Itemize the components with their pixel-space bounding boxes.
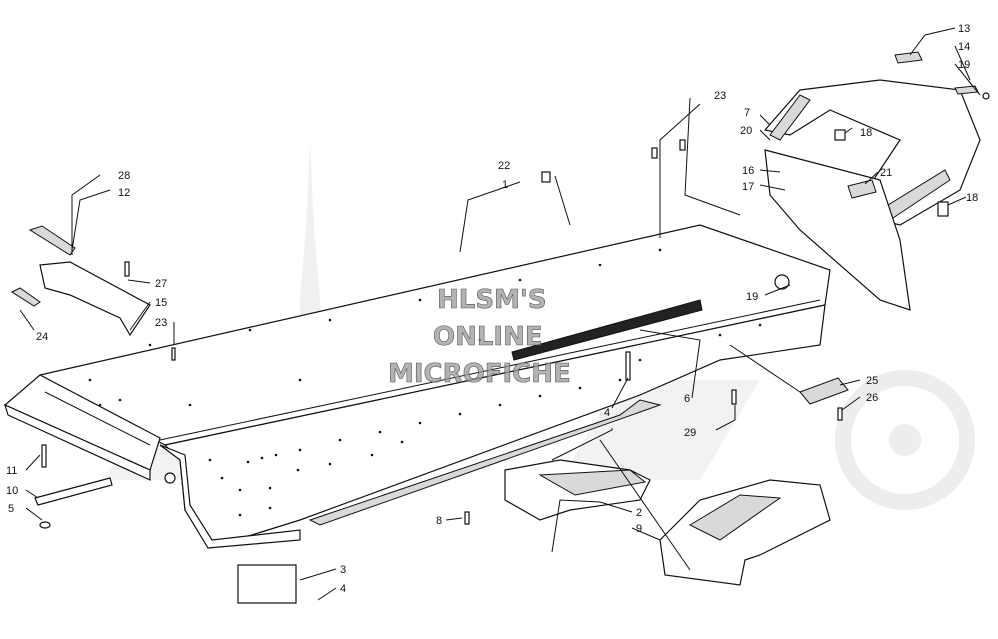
callout-29: 29	[684, 427, 696, 439]
callout-8: 8	[436, 515, 442, 527]
plate-bracket-3	[237, 564, 297, 604]
rear-bracket-15	[10, 225, 151, 337]
callout-19-mid: 19	[746, 291, 758, 303]
callout-22: 22	[498, 160, 510, 172]
callout-20: 20	[740, 125, 752, 137]
side-plate-9	[659, 479, 831, 586]
callout-4-bottom: 4	[340, 583, 346, 595]
callout-10: 10	[6, 485, 18, 497]
callout-1: 1	[502, 179, 508, 191]
callout-23-left: 23	[155, 317, 167, 329]
callout-6: 6	[684, 393, 690, 405]
callout-28: 28	[118, 170, 130, 182]
callout-27: 27	[155, 278, 167, 290]
callout-21: 21	[880, 167, 892, 179]
callout-labels: 1 22 23 7 20 16 17 13 14 19 18 21 18 19 …	[6, 23, 978, 595]
callout-26: 26	[866, 392, 878, 404]
tunnel-assembly	[3, 224, 831, 549]
callout-9: 9	[636, 523, 642, 535]
callout-2: 2	[636, 507, 642, 519]
callout-12: 12	[118, 187, 130, 199]
leader-lines	[19, 27, 981, 601]
callout-7: 7	[744, 107, 750, 119]
callout-5: 5	[8, 503, 14, 515]
callout-3: 3	[340, 564, 346, 576]
callout-18-top: 18	[860, 127, 872, 139]
callout-23-top: 23	[714, 90, 726, 102]
callout-19-top: 19	[958, 59, 970, 71]
callout-17: 17	[742, 181, 754, 193]
fastener-parts	[34, 139, 849, 529]
watermark-line-3: MICROFICHE	[388, 359, 571, 389]
callout-18-right: 18	[966, 192, 978, 204]
rear-bumper-assembly	[763, 51, 990, 311]
callout-25: 25	[866, 375, 878, 387]
footrest-2	[504, 459, 651, 521]
callout-16: 16	[742, 165, 754, 177]
callout-4-mid: 4	[604, 407, 610, 419]
watermark-line-1: HLSM'S	[437, 285, 547, 315]
callout-13: 13	[958, 23, 970, 35]
callout-14: 14	[958, 41, 970, 53]
watermark-text: HLSM'S ONLINE MICROFICHE	[388, 285, 571, 390]
callout-11: 11	[6, 465, 17, 477]
callout-15: 15	[155, 297, 167, 309]
watermark-line-2: ONLINE	[433, 322, 543, 352]
callout-24: 24	[36, 331, 48, 343]
